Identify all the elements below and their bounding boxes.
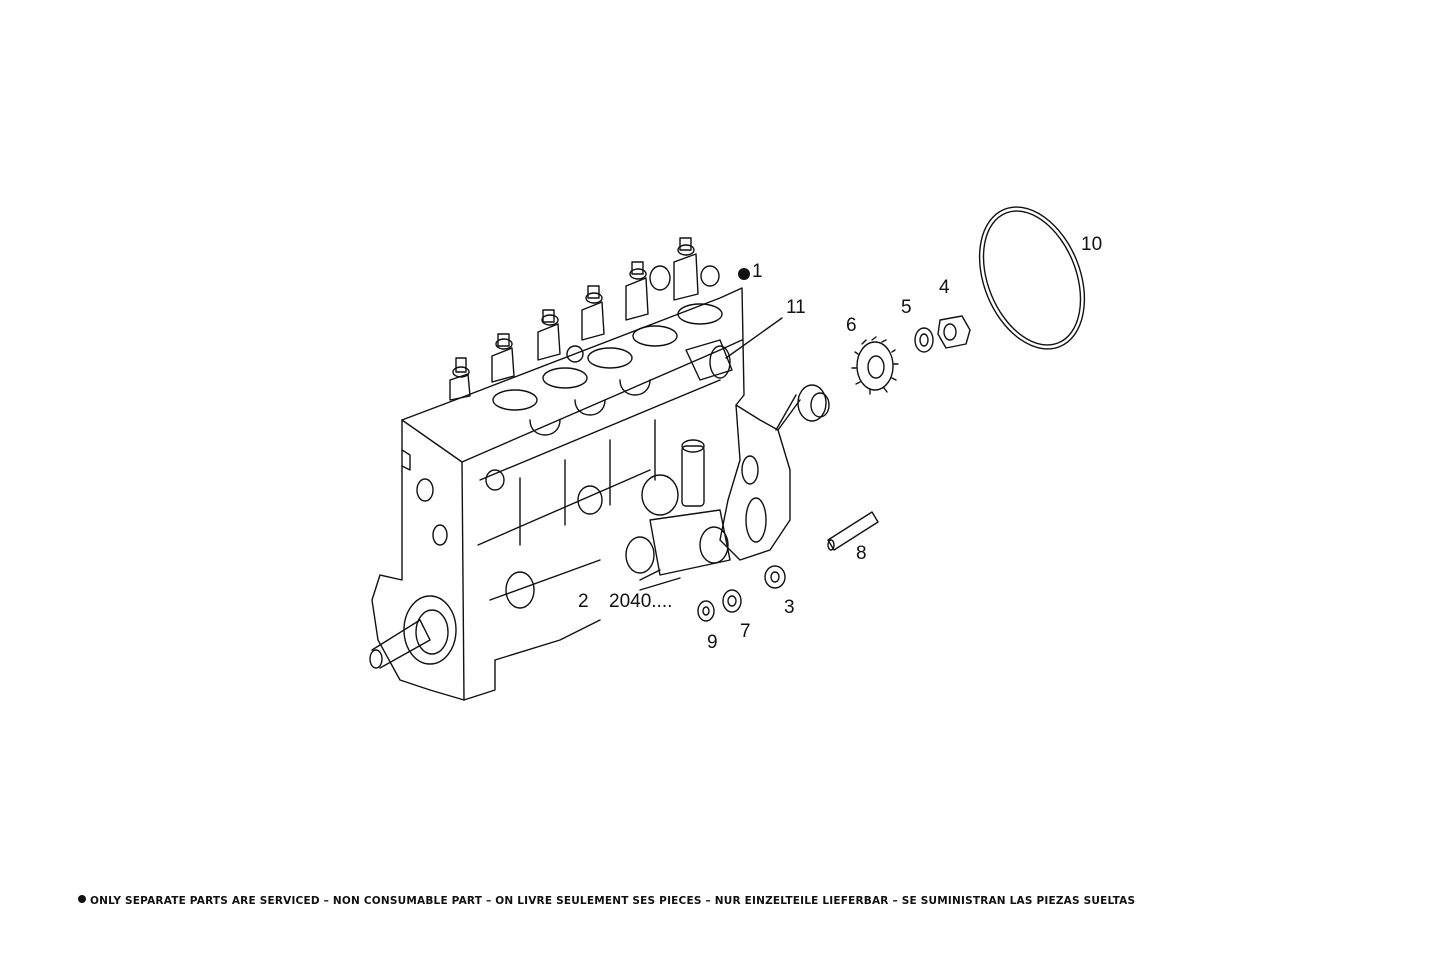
callout-7: 7 (740, 621, 751, 642)
callout-9: 9 (707, 632, 718, 653)
callout-10: 10 (1081, 234, 1103, 255)
part-10-o-ring (978, 206, 1086, 350)
callout-2040: 2040.... (609, 591, 673, 612)
part-7-washer (722, 589, 742, 613)
callout-3: 3 (784, 597, 795, 618)
part-11-tube (685, 317, 783, 381)
footer-note: ONLY SEPARATE PARTS ARE SERVICED – NON C… (78, 895, 1378, 907)
part-4-nut (937, 315, 971, 349)
footer-text: ONLY SEPARATE PARTS ARE SERVICED – NON C… (90, 895, 1136, 907)
pump-body (371, 287, 745, 701)
drive-shaft (369, 595, 457, 669)
callout-4: 4 (939, 277, 950, 298)
part-6-gear (851, 336, 899, 395)
part-3-washer (764, 565, 786, 589)
callout-2: 2 (578, 591, 589, 612)
separate-parts-marker (738, 268, 750, 280)
bullet-icon (78, 895, 86, 903)
callout-1: 1 (752, 261, 763, 282)
part-5-washer (914, 327, 934, 353)
governor-housing (719, 384, 830, 561)
callout-5: 5 (901, 297, 912, 318)
part-8-pin (827, 511, 879, 551)
callout-11: 11 (786, 297, 806, 318)
callout-8: 8 (856, 543, 867, 564)
feed-pump (625, 439, 731, 581)
callout-6: 6 (846, 315, 857, 336)
delivery-valves (449, 237, 723, 411)
part-9-washer (697, 600, 715, 622)
